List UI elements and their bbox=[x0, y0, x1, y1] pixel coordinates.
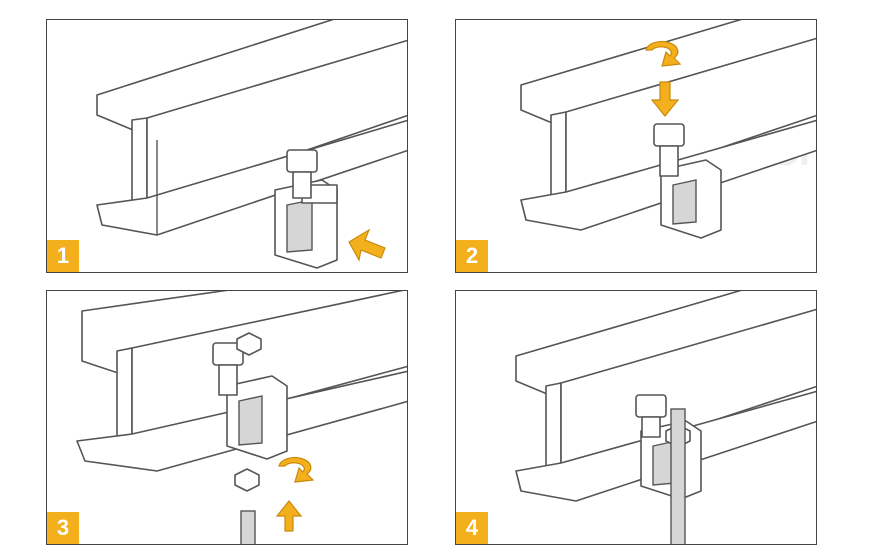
i-beam-icon bbox=[96, 20, 407, 236]
beam-clamp-icon bbox=[226, 375, 288, 460]
step-number-badge: 1 bbox=[47, 240, 79, 272]
beam-clamp-icon bbox=[274, 179, 338, 269]
push-arrow-icon bbox=[275, 500, 303, 532]
step-3-illustration bbox=[76, 291, 407, 544]
step-4-illustration bbox=[515, 291, 816, 544]
nut-icon bbox=[234, 468, 260, 492]
step-number-badge: 3 bbox=[47, 512, 79, 544]
threaded-rod-icon bbox=[670, 408, 686, 544]
bolt-icon bbox=[286, 149, 318, 199]
bolt-icon bbox=[635, 394, 667, 438]
step-3-panel: 3 bbox=[46, 290, 408, 545]
step-1-illustration bbox=[96, 20, 407, 269]
rotate-arrow-icon bbox=[645, 40, 682, 67]
nut-icon bbox=[236, 332, 262, 356]
step-number-badge: 4 bbox=[456, 512, 488, 544]
push-arrow-icon bbox=[348, 228, 386, 262]
rotate-arrow-icon bbox=[278, 456, 315, 483]
step-2-illustration bbox=[520, 20, 816, 239]
bolt-icon bbox=[212, 342, 244, 396]
bolt-icon bbox=[653, 123, 685, 177]
step-1-panel: 1 bbox=[46, 19, 408, 273]
push-arrow-icon bbox=[650, 81, 680, 117]
beam-clamp-icon bbox=[660, 159, 722, 239]
step-4-panel: 4 bbox=[455, 290, 817, 545]
step-2-panel: KCI 2 bbox=[455, 19, 817, 273]
step-number-badge: 2 bbox=[456, 240, 488, 272]
threaded-rod-icon bbox=[240, 510, 256, 544]
